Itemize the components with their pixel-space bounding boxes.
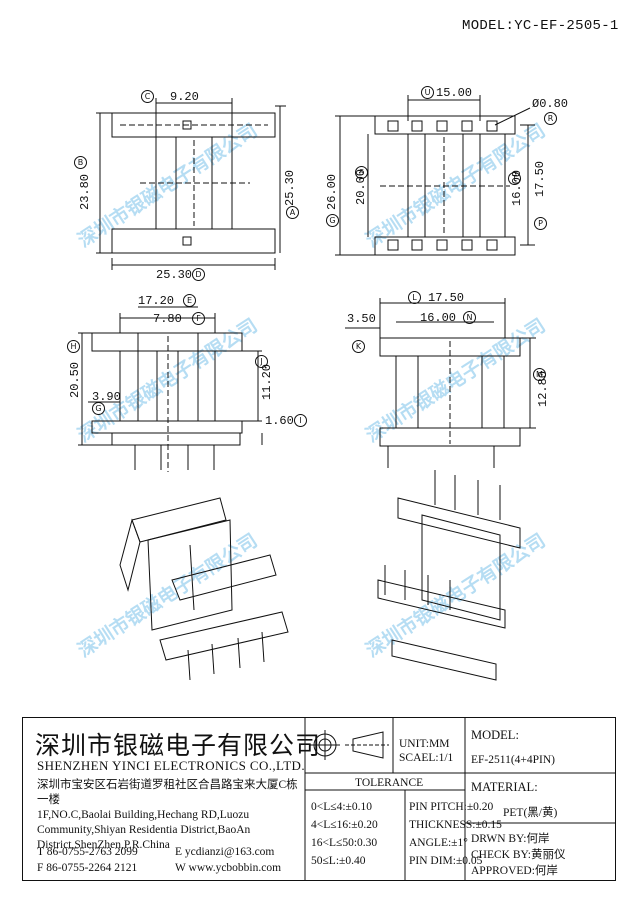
- isometric-left: [119, 497, 289, 681]
- dim-p-label: P: [534, 217, 547, 231]
- title-block: 深圳市银磁电子有限公司 SHENZHEN YINCI ELECTRONICS C…: [22, 717, 616, 881]
- dim-g: 26.00: [325, 173, 339, 210]
- dim-c: 9.20: [170, 90, 199, 104]
- scale: SCAEL:1/1: [399, 752, 454, 764]
- dim-l: 17.50: [428, 291, 465, 305]
- dim-b: 23.80: [78, 173, 92, 210]
- dim-n-label: N: [463, 311, 476, 325]
- checked-by: CHECK BY:黄丽仪: [471, 849, 566, 861]
- dim-r-label: R: [544, 112, 557, 126]
- address-line: District,ShenZhen,P.R.China: [37, 839, 170, 851]
- dim-t: 16.00: [510, 169, 524, 206]
- dim-m: 12.80: [536, 370, 550, 407]
- fax: F 86-0755-2264 2121: [37, 862, 138, 874]
- dim-s-label: S: [355, 166, 368, 180]
- dim-f: 7.80: [153, 312, 182, 326]
- tolerance-row: PIN DIM:±0.05: [409, 855, 483, 867]
- material-label: MATERIAL:: [471, 780, 538, 794]
- dim-k: 3.50: [347, 312, 376, 326]
- address-line: 深圳市宝安区石岩街道罗租社区合昌路宝来大厦C栋一楼: [37, 779, 298, 806]
- tolerance-row: 4<L≤16:±0.20: [311, 819, 378, 831]
- tolerance-row: ANGLE:±1°: [409, 837, 468, 849]
- dim-f-label: F: [192, 312, 205, 326]
- tolerance-row: 50≤L:±0.40: [311, 855, 366, 867]
- tolerance-left: 0<L≤4:±0.10 4<L≤16:±0.20 16<L≤50:0.30 50…: [311, 798, 378, 870]
- company-name-en: SHENZHEN YINCI ELECTRONICS CO.,LTD.: [37, 758, 305, 773]
- dim-l-label: L: [408, 291, 421, 305]
- tel: T 86-0755-2763 2099: [37, 846, 138, 858]
- side-view: [335, 95, 535, 256]
- website: W www.ycbobbin.com: [175, 862, 282, 874]
- model-label: MODEL:: [471, 728, 519, 742]
- dim-c-label: C: [141, 90, 154, 104]
- dim-g2: 3.90: [92, 390, 121, 404]
- dim-d-label: D: [192, 268, 205, 282]
- section-view: [345, 298, 536, 468]
- dim-b-label: B: [74, 156, 87, 170]
- dim-i: 1.60: [265, 414, 294, 428]
- isometric-right: [377, 470, 521, 681]
- dim-n: 16.00: [420, 311, 457, 325]
- dim-j-label: J: [255, 355, 268, 369]
- company-name-cn: 深圳市银磁电子有限公司: [35, 731, 322, 760]
- dim-k-label: K: [352, 340, 365, 354]
- dim-a: 25.30: [283, 169, 297, 206]
- tolerance-title: TOLERANCE: [355, 777, 424, 789]
- dim-h-label: H: [67, 340, 80, 354]
- dim-h: 20.50: [68, 361, 82, 398]
- dim-g-label: G: [326, 214, 339, 228]
- tolerance-row: 0<L≤4:±0.10: [311, 801, 372, 813]
- drawn-by: DRWN BY:何岸: [471, 833, 550, 845]
- end-view: [78, 306, 263, 472]
- tolerance-row: 16<L≤50:0.30: [311, 837, 378, 849]
- title-block-grid: [304, 718, 615, 880]
- tolerance-row: PIN PITCH:±0.20: [409, 801, 494, 813]
- dim-r: Ø0.80: [532, 97, 569, 111]
- unit: UNIT:MM: [399, 738, 450, 750]
- dim-i-label: I: [294, 414, 307, 428]
- tolerance-row: THICKNESS:±0.15: [409, 819, 502, 831]
- dim-p: 17.50: [533, 160, 547, 197]
- company-address: 深圳市宝安区石岩街道罗租社区合昌路宝来大厦C栋一楼 1F,NO.C,Baolai…: [37, 778, 309, 853]
- dim-u: 15.00: [436, 86, 473, 100]
- dim-m-label: M: [533, 368, 546, 382]
- dim-j: 11.20: [260, 363, 274, 400]
- tolerance-right: PIN PITCH:±0.20 THICKNESS:±0.15 ANGLE:±1…: [409, 798, 502, 870]
- email: E ycdianzi@163.com: [175, 846, 275, 858]
- approved-by: APPROVED:何岸: [471, 865, 558, 877]
- dim-a-label: A: [286, 206, 299, 220]
- dim-t-label: T: [508, 172, 521, 186]
- material-value: PET(黑/黄): [503, 807, 558, 819]
- address-line: 1F,NO.C,Baolai Building,Hechang RD,Luozu: [37, 809, 250, 821]
- dim-e: 17.20: [138, 294, 175, 308]
- dim-d: 25.30: [156, 268, 193, 282]
- model-header: MODEL:YC-EF-2505-1: [462, 18, 619, 34]
- dim-u-label: U: [421, 86, 434, 100]
- address-line: Community,Shiyan Residentia District,Bao…: [37, 824, 251, 836]
- model-value: EF-2511(4+4PIN): [471, 754, 555, 766]
- front-view: [96, 98, 286, 270]
- dim-e-label: E: [183, 294, 196, 308]
- dim-g2-label: G: [92, 402, 105, 416]
